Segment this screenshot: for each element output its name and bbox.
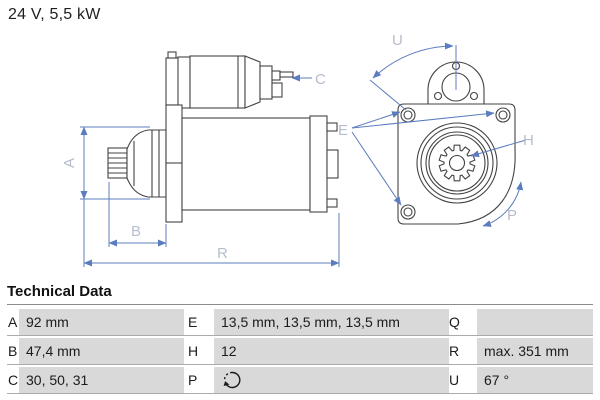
spec-value-h: 12 xyxy=(214,338,449,364)
motor-body xyxy=(181,117,311,211)
side-view-dimensions xyxy=(80,74,340,267)
leader-E-3 xyxy=(351,131,402,206)
spec-key-b: B xyxy=(8,343,18,359)
dimension-labels: A B R C E H U P xyxy=(61,32,534,262)
spec-key-a: A xyxy=(8,314,18,330)
spec-value-u: 67 ° xyxy=(477,367,593,393)
leader-E-1 xyxy=(351,111,401,129)
spec-value-p xyxy=(214,367,449,393)
solenoid-body xyxy=(189,55,246,109)
spec-key-r: R xyxy=(449,343,460,359)
solenoid-end-cap xyxy=(177,56,191,109)
dim-label-R: R xyxy=(217,245,228,262)
dim-label-H: H xyxy=(523,132,534,149)
spec-key-q: Q xyxy=(449,314,460,330)
dim-label-A: A xyxy=(61,158,78,168)
dim-label-C: C xyxy=(315,71,326,88)
technical-data-table: A 92 mm E 13,5 mm, 13,5 mm, 13,5 mm Q B … xyxy=(7,309,593,394)
solenoid-bracket-nub xyxy=(167,51,177,59)
technical-data-section: Technical Data A 92 mm E 13,5 mm, 13,5 m… xyxy=(7,283,593,396)
table-row: A 92 mm E 13,5 mm, 13,5 mm, 13,5 mm Q xyxy=(7,309,593,336)
dim-label-U: U xyxy=(392,32,403,49)
leader-H xyxy=(470,139,527,158)
dim-arc-U xyxy=(372,42,454,79)
spec-key-c: C xyxy=(8,372,19,388)
spec-value-e: 13,5 mm, 13,5 mm, 13,5 mm xyxy=(214,309,449,335)
spec-value-b: 47,4 mm xyxy=(19,338,184,364)
table-row: B 47,4 mm H 12 R max. 351 mm xyxy=(7,338,593,365)
leader-E-2 xyxy=(351,110,495,129)
front-view xyxy=(397,61,516,225)
spec-value-q xyxy=(477,309,593,335)
spec-value-a: 92 mm xyxy=(19,309,184,335)
spec-key-e: E xyxy=(188,314,198,330)
drive-housing xyxy=(126,129,167,198)
starter-motor-technical-drawing: A B R C E H U P xyxy=(61,32,534,267)
spec-value-r: max. 351 mm xyxy=(477,338,593,364)
pinion-gear-side xyxy=(107,147,128,179)
rotation-direction-icon xyxy=(223,372,241,389)
solenoid-terminal-lower xyxy=(271,82,283,98)
solenoid-taper xyxy=(244,55,261,109)
spec-key-h: H xyxy=(188,343,199,359)
technical-data-title: Technical Data xyxy=(7,283,593,305)
rotation-arc-P xyxy=(482,181,524,227)
solenoid-terminal-block xyxy=(259,65,273,100)
front-view-dimensions xyxy=(351,42,527,227)
dim-label-P: P xyxy=(507,207,517,224)
pinion-shaft-hole xyxy=(448,154,466,172)
table-row: C 30, 50, 31 P U 67 ° xyxy=(7,367,593,394)
spec-key-p: P xyxy=(188,372,198,388)
spec-value-c: 30, 50, 31 xyxy=(19,367,184,393)
flange-bolt-holes xyxy=(400,107,511,220)
spec-key-u: U xyxy=(449,372,460,388)
dim-label-E: E xyxy=(338,122,348,139)
dim-label-B: B xyxy=(131,223,141,240)
solenoid-terminal-stud xyxy=(271,70,281,81)
bearing-boss-rings xyxy=(416,122,498,204)
solenoid-terminal-rod xyxy=(279,71,294,78)
page-title: 24 V, 5,5 kW xyxy=(8,6,101,23)
commutator-end-cap xyxy=(309,115,328,213)
